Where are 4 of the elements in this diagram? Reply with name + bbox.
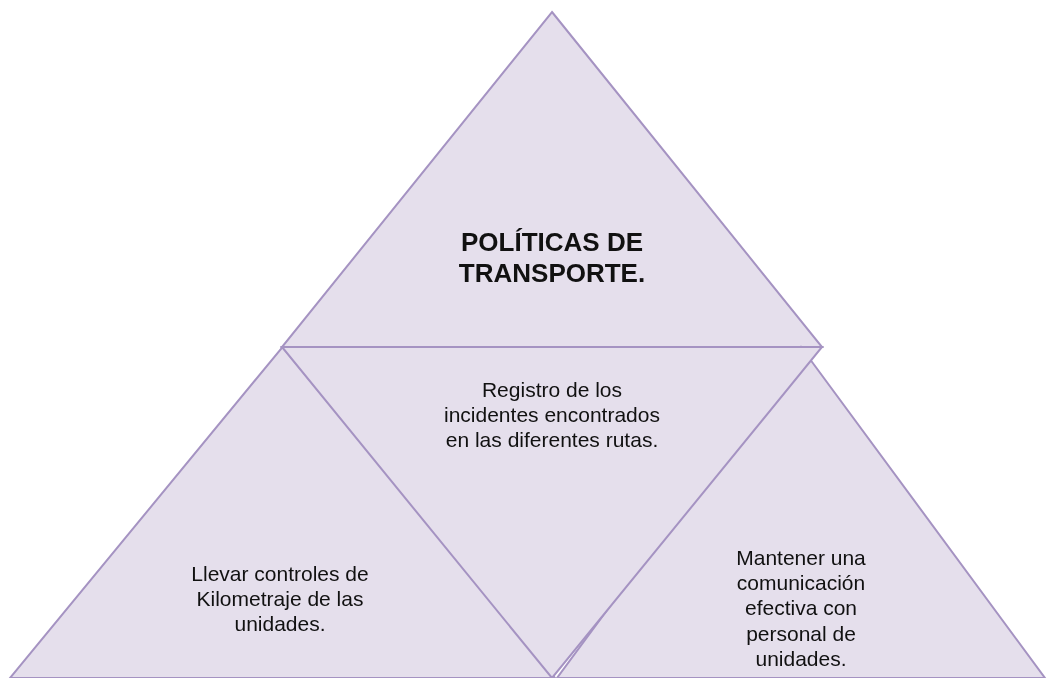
title-text: POLÍTICAS DE TRANSPORTE. (457, 227, 647, 290)
body-text: Registro de los incidentes encontrados en las diferentes rutas. (443, 377, 661, 453)
body-text: Mantener una comunicación efectiva con personal de unidades. (735, 545, 867, 671)
body-text: Llevar controles de Kilometraje de las unidades. (190, 561, 370, 637)
